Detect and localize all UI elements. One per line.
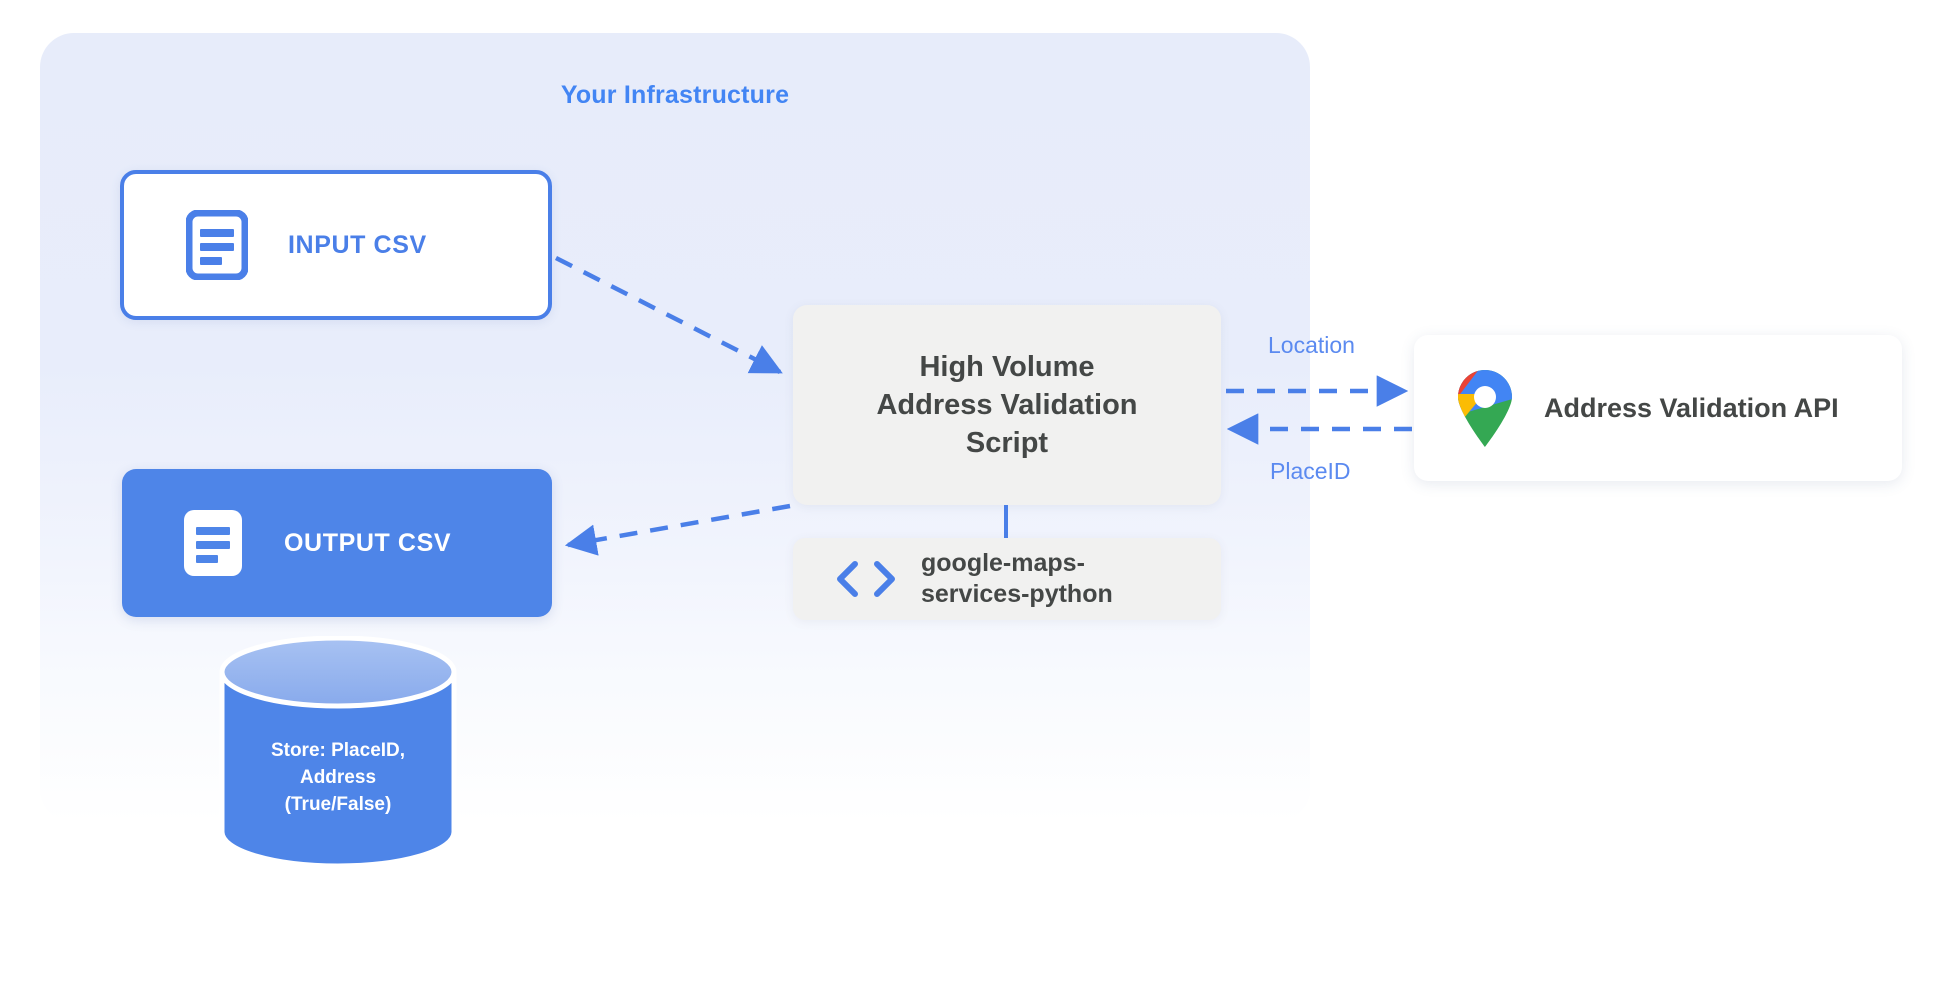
library-line-1: google-maps- [921,548,1085,577]
edge-label-location: Location [1268,332,1355,358]
node-input-csv-label: INPUT CSV [288,230,427,259]
document-icon [184,510,242,576]
script-library-connector [1004,505,1008,538]
infrastructure-panel-title: Your Infrastructure [560,81,790,109]
node-client-library-label: google-maps- services-python [921,548,1113,611]
node-database[interactable]: Store: PlaceID, Address (True/False) [218,635,458,876]
node-validation-script[interactable]: High Volume Address Validation Script [793,305,1221,505]
node-output-csv[interactable]: OUTPUT CSV [122,469,552,617]
library-line-2: services-python [921,580,1113,608]
edge-label-placeid: PlaceID [1270,458,1351,484]
node-output-csv-label: OUTPUT CSV [284,528,452,557]
script-line-3: Script [965,427,1049,460]
node-validation-script-text: High Volume Address Validation Script [876,348,1137,463]
node-client-library[interactable]: google-maps- services-python [793,538,1221,620]
node-address-validation-api[interactable]: Address Validation API [1414,335,1902,481]
database-cylinder-icon [219,635,457,869]
google-maps-pin-icon [1457,369,1513,448]
node-address-validation-api-label: Address Validation API [1544,392,1839,423]
script-line-1: High Volume [919,350,1095,383]
document-icon [186,210,248,280]
code-brackets-icon [837,561,895,597]
script-line-2: Address Validation [876,388,1138,421]
node-input-csv[interactable]: INPUT CSV [120,170,552,320]
